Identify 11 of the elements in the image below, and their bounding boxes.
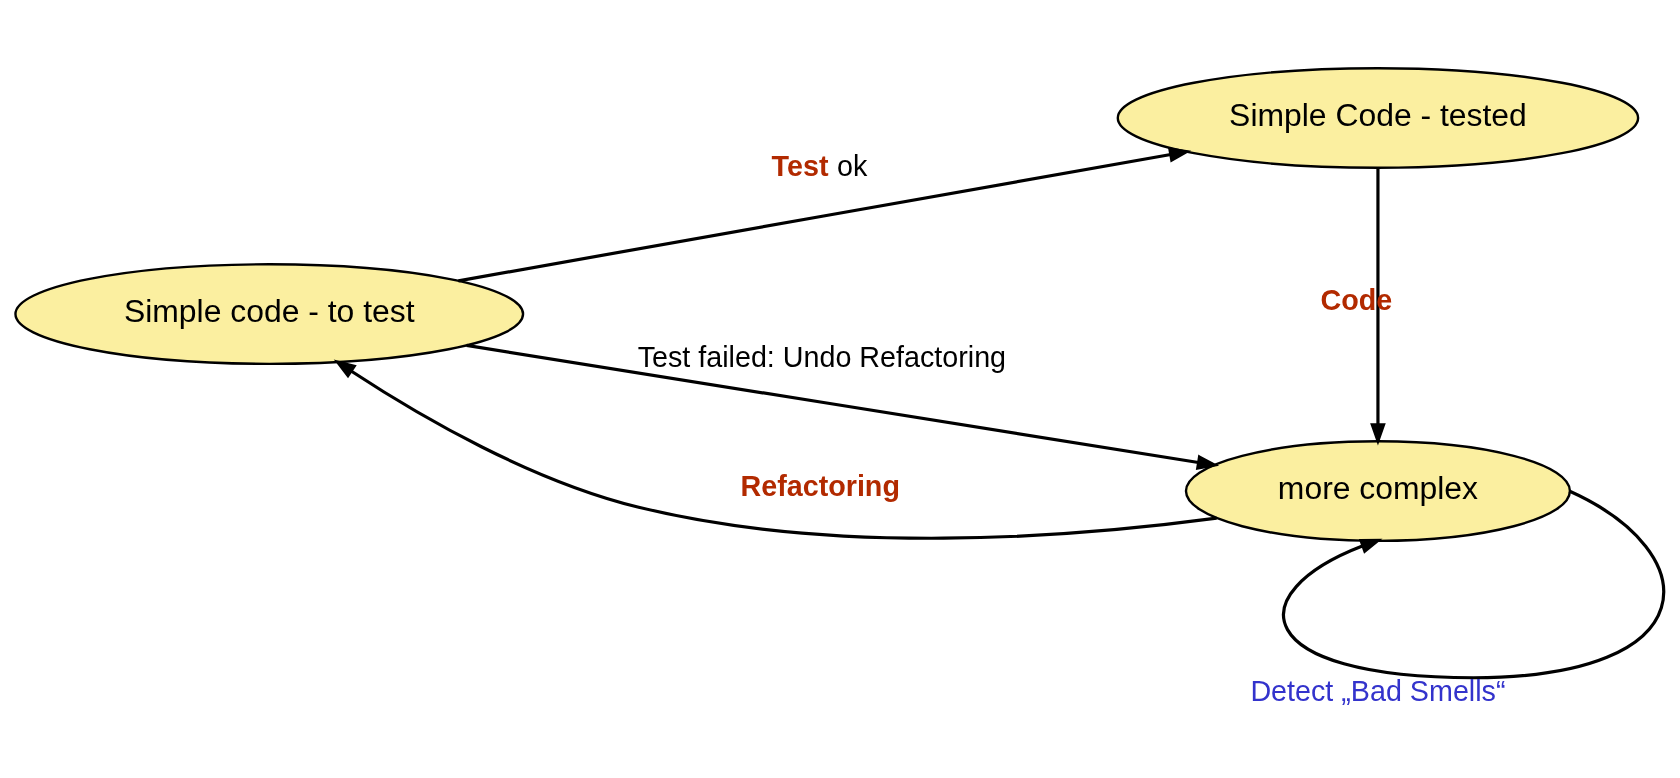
edge-label: Test failed: Undo Refactoring bbox=[637, 341, 1007, 374]
arrow bbox=[1370, 168, 1386, 446]
node-ellipse: more complex bbox=[1184, 440, 1572, 543]
arrow bbox=[458, 147, 1192, 283]
arrow bbox=[466, 343, 1220, 471]
node-ellipse: Simple code - to test bbox=[14, 263, 525, 366]
edge-label: Refactoring bbox=[740, 470, 900, 503]
edge-label: Detect „Bad Smells“ bbox=[1250, 674, 1506, 707]
node-ellipse: Simple Code - tested bbox=[1116, 67, 1640, 169]
arrow bbox=[333, 359, 1217, 540]
edge-label: Test ok bbox=[771, 150, 868, 183]
